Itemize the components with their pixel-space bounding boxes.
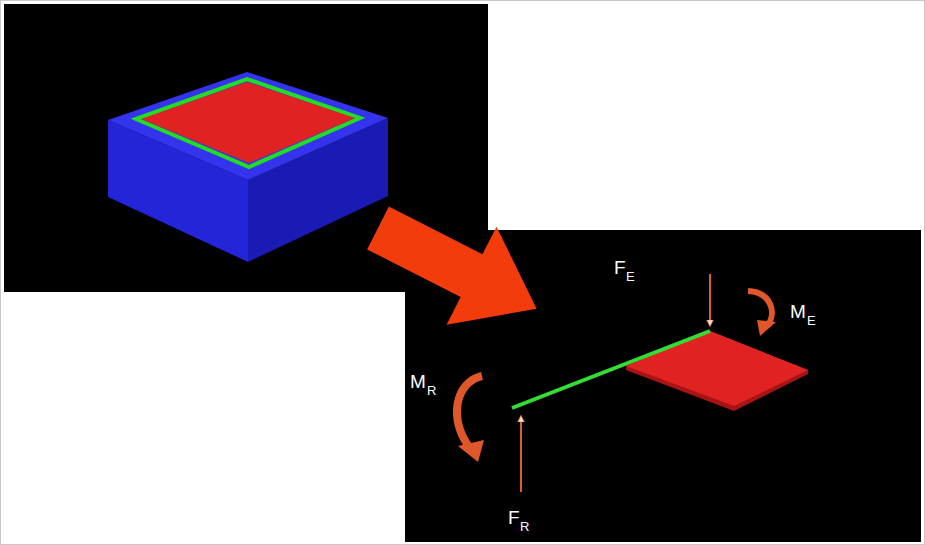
box <box>108 72 388 262</box>
moment-arrow <box>748 291 776 336</box>
plate <box>141 82 355 163</box>
edge-outline <box>136 79 360 167</box>
moment-label: M <box>410 372 426 391</box>
force-label: F <box>614 258 626 277</box>
subscript: E <box>626 270 635 283</box>
moment-arrow <box>457 376 484 462</box>
subscript: E <box>807 314 816 327</box>
free-plate <box>626 331 808 411</box>
subscript: R <box>427 384 436 397</box>
subscript: R <box>520 520 529 533</box>
moment-label: M <box>790 302 806 321</box>
force-arrow <box>709 274 711 326</box>
force-arrow <box>520 416 522 492</box>
edge-line <box>512 331 710 408</box>
force-label: F <box>508 508 520 527</box>
big-arrow <box>353 179 562 358</box>
